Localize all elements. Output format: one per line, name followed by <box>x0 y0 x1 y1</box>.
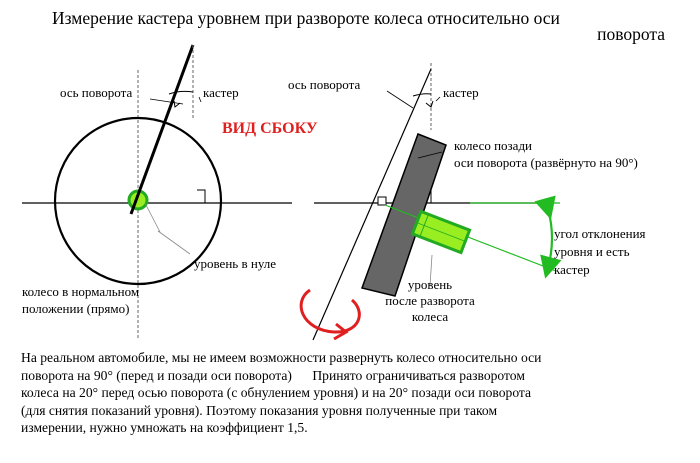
left-right-angle-marker <box>197 189 206 203</box>
right-angle-label-line3: кастер <box>554 262 590 277</box>
left-level-leader <box>157 230 191 255</box>
right-angle-arrow-icon <box>534 195 562 279</box>
view-label: ВИД СБОКУ <box>222 120 318 137</box>
title-line-2: поворота <box>597 24 665 44</box>
right-wheel-leader <box>417 151 443 159</box>
right-level-leader <box>429 254 433 287</box>
left-wheel-label-line1: колесо в нормальном <box>22 284 139 299</box>
rotation-arrow-icon <box>299 288 361 334</box>
right-wheel-label-line2: оси поворота (развёрнуто на 90°) <box>454 155 638 170</box>
left-axis-label: ось поворота <box>60 85 132 100</box>
left-caster-label: кастер <box>203 85 239 100</box>
right-caster-leader <box>435 96 441 102</box>
right-steering-axis <box>312 68 432 341</box>
right-level-indicator <box>410 209 472 255</box>
right-level-label-line1: уровень <box>408 277 452 292</box>
left-wheel-circle <box>53 116 223 286</box>
right-axis-label: ось поворота <box>288 77 360 92</box>
left-caster-arc <box>168 90 194 95</box>
left-level-label: уровень в нуле <box>194 256 276 271</box>
paragraph-line-5: измерении, нужно умножать на коэффициент… <box>21 420 308 436</box>
left-figure: ось поворота кастер уровень в нуле колес… <box>22 44 292 340</box>
left-axis-leader <box>149 98 184 105</box>
explanation-paragraph: На реальном автомобиле, мы не имеем возм… <box>21 349 681 437</box>
paragraph-line-4: (для снятия показаний уровня). Поэтому п… <box>21 402 498 418</box>
paragraph-line-2: поворота на 90° (перед и позади оси пово… <box>21 367 525 383</box>
left-steering-axis <box>129 44 195 215</box>
right-green-level-line <box>384 204 557 272</box>
right-wheel-label-line1: колесо позади <box>454 138 532 153</box>
right-caster-arc <box>412 93 432 97</box>
paragraph-line-1: На реальном автомобиле, мы не имеем возм… <box>21 350 542 365</box>
title-line-1: Измерение кастера уровнем при развороте … <box>52 8 560 28</box>
right-axis-leader <box>386 90 414 109</box>
left-wheel-label-line2: положении (прямо) <box>22 301 129 316</box>
right-level-label-line3: колеса <box>412 309 448 324</box>
right-caster-label: кастер <box>443 85 479 100</box>
right-wheel-rotated <box>361 133 447 297</box>
right-angle-label-line2: уровня и есть <box>554 244 630 259</box>
left-level-leader-2 <box>144 202 161 233</box>
right-pivot-marker <box>377 196 387 206</box>
paragraph-line-3: колеса на 20° перед осью поворота (с обн… <box>21 385 532 401</box>
right-level-label-line2: после разворота <box>385 293 475 308</box>
right-caster-arrow-icon <box>425 100 434 108</box>
right-angle-label-line1: угол отклонения <box>554 226 646 241</box>
left-caster-arrow-icon <box>173 100 181 108</box>
right-figure: ось поворота кастер колесо позади оси по… <box>288 63 646 341</box>
left-caster-leader <box>198 96 202 103</box>
rotation-arrowhead-icon <box>333 322 349 341</box>
